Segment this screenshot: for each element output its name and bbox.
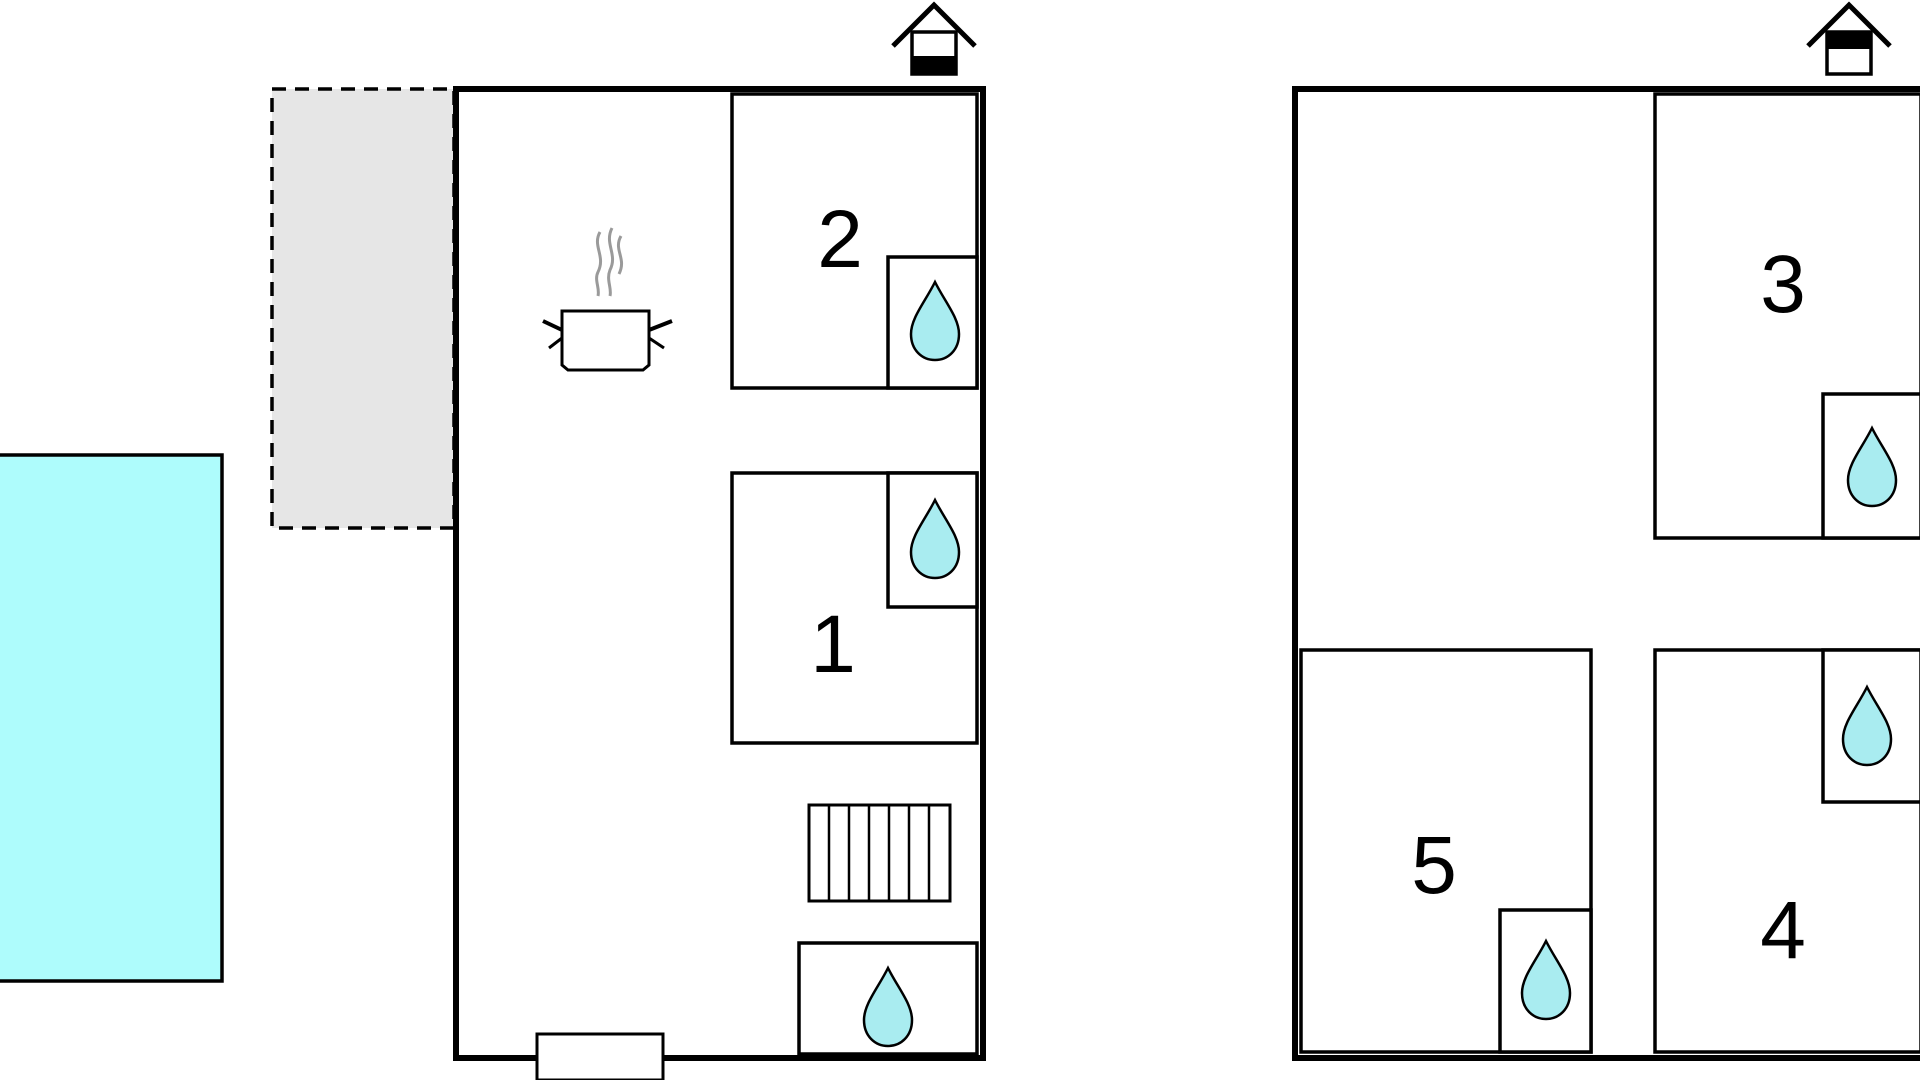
terrace	[270, 87, 456, 530]
door-mat-icon	[535, 1032, 665, 1080]
room-3-bathroom	[1821, 392, 1920, 540]
room-3-walls	[1653, 92, 1920, 540]
house-entrance-icon	[891, 1, 977, 76]
upper-floor-outline	[1292, 86, 1920, 1061]
room-1-number: 1	[810, 599, 856, 690]
pool	[0, 453, 224, 983]
house-upper-floor-icon	[1806, 1, 1892, 76]
upper-floor-plan: 3 5 4	[1292, 1, 1920, 1061]
ground-floor-outline	[453, 86, 986, 1061]
kitchen-pot-icon	[542, 227, 673, 372]
room-5-walls	[1299, 648, 1593, 1054]
room-4-walls	[1653, 648, 1920, 1054]
room-2-number: 2	[817, 194, 863, 285]
room-5-number: 5	[1411, 820, 1457, 911]
room-2-walls	[730, 92, 979, 390]
room-4-number: 4	[1760, 885, 1806, 976]
room-3-number: 3	[1760, 239, 1806, 330]
staircase-icon	[807, 803, 952, 903]
ground-floor-plan: 2 1	[453, 1, 986, 1080]
